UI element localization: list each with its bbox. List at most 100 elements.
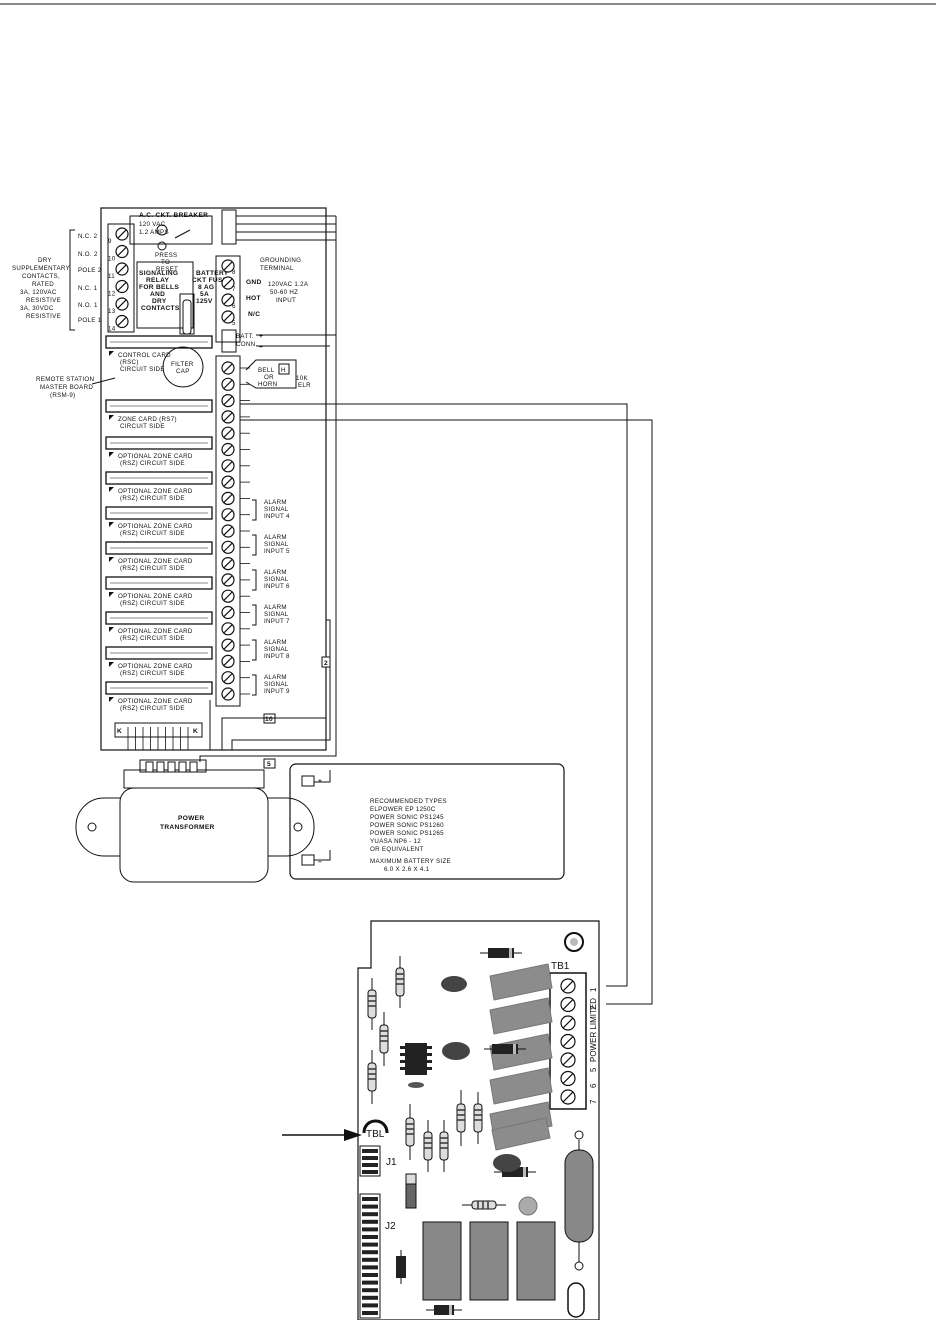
optional-zone-card-2-slot	[105, 471, 213, 485]
alarm-input-label: SIGNAL	[264, 681, 289, 688]
alarm-input-label: INPUT 9	[264, 688, 290, 695]
master-board-callout: REMOTE STATION MASTER BOARD (RSM-9)	[36, 376, 116, 399]
transistor-tab	[405, 1173, 417, 1185]
dry-note-4: RATED	[32, 281, 54, 288]
ic-pin	[400, 1067, 405, 1070]
reset-button	[156, 224, 168, 236]
diodes	[396, 948, 536, 1315]
battery-fuse-5: 125V	[196, 298, 213, 305]
transformer-lug	[156, 761, 165, 773]
contact-nc2: N.C. 2	[78, 233, 98, 240]
bell-3: HORN	[258, 381, 277, 388]
resistor-4	[367, 1062, 377, 1092]
ic-pin	[427, 1060, 432, 1063]
battery-text-7: OR EQUIVALENT	[370, 846, 424, 853]
master-board-1: REMOTE STATION	[36, 376, 94, 383]
j1-pin	[362, 1156, 378, 1160]
j2-pin	[362, 1303, 378, 1308]
ac-screw-2-slot	[223, 278, 233, 288]
contact-terminal-number: 14	[108, 326, 116, 333]
main-screw-5-slot	[223, 428, 233, 438]
tb1-screw-3-slot	[562, 1017, 574, 1029]
battery-text-8: MAXIMUM BATTERY SIZE	[370, 858, 451, 865]
alarm-input-bracket	[252, 674, 257, 696]
resistor-2	[367, 989, 377, 1019]
contact-no1: N.O. 1	[78, 302, 98, 309]
optional-zone-card-5-label: (RSZ) CIRCUIT SIDE	[120, 600, 185, 607]
main-screw-8-slot	[223, 477, 233, 487]
grounding-2: TERMINAL	[260, 265, 294, 272]
main-screw-7-slot	[223, 461, 233, 471]
relay-block-4	[489, 1067, 553, 1105]
contact-terminal-number: 9	[108, 238, 112, 245]
ac-input-3: INPUT	[276, 297, 296, 304]
master-board-outline	[100, 207, 327, 751]
resistor-6	[423, 1131, 433, 1161]
ic-pin	[400, 1053, 405, 1056]
contact-terminal-number: 13	[108, 308, 116, 315]
slot-hole	[567, 1282, 585, 1318]
tb1-num-7: 7	[589, 1099, 598, 1104]
battery-text-3: POWER SONIC PS1245	[370, 814, 444, 821]
transformer-hole-right	[293, 822, 303, 832]
filter-cap	[162, 346, 204, 388]
elr-1: 10K	[296, 375, 308, 382]
ac-screw-3-slot	[223, 295, 233, 305]
j2-header	[359, 1193, 381, 1319]
relay-block-6	[491, 1117, 551, 1151]
optional-zone-card-8-marker	[109, 697, 114, 702]
optional-zone-card-4-label: (RSZ) CIRCUIT SIDE	[120, 565, 185, 572]
contact-nc1: N.C. 1	[78, 285, 98, 292]
alarm-input-label: SIGNAL	[264, 611, 289, 618]
ac-breaker-line-1: A.C. CKT. BREAKER	[139, 212, 208, 219]
zone-card-slot	[105, 399, 213, 413]
diode-3	[502, 1167, 528, 1177]
master-board-3: (RSM-9)	[50, 392, 75, 399]
battery-fuse-4: 5A	[200, 291, 209, 298]
led	[518, 1196, 538, 1216]
relay-block-3	[489, 1033, 553, 1071]
transformer-body	[119, 787, 269, 883]
j2-pin	[362, 1280, 378, 1285]
ac-gnd: GND	[246, 279, 262, 286]
relay-label-1: SIGNALING	[139, 270, 178, 277]
wire-tb1-terminal-1	[240, 403, 628, 987]
press-reset-1: PRESS	[155, 252, 177, 259]
master-board-2: MASTER BOARD	[40, 384, 93, 391]
main-screw-12-slot	[223, 542, 233, 552]
optional-zone-card-1-label: (RSZ) CIRCUIT SIDE	[120, 460, 185, 467]
resistor-7	[439, 1131, 449, 1161]
optional-zone-card-6-label: OPTIONAL ZONE CARD	[118, 628, 193, 635]
contact-terminal-number: 10	[108, 256, 116, 263]
ac-terminal-number: 5	[232, 320, 236, 327]
alarm-input-label: INPUT 7	[264, 618, 290, 625]
tb1-num-1: 1	[589, 987, 598, 992]
j2-pin	[362, 1235, 378, 1239]
contact-no2: N.O. 2	[78, 251, 98, 258]
bell-device-mark: H	[281, 367, 286, 374]
main-screw-15-slot	[223, 591, 233, 601]
j2-pin	[362, 1197, 378, 1201]
resistor-10	[471, 1200, 497, 1210]
module-board: TB1 1 2 POWER LIMITED 5 6 7	[357, 920, 600, 1321]
bell-wiring	[245, 359, 297, 389]
optional-zone-card-5-marker	[109, 592, 114, 597]
main-screw-6-slot	[223, 444, 233, 455]
optional-zone-card-8-slot	[105, 681, 213, 695]
control-card-label: CONTROL CARD	[118, 352, 171, 359]
ac-terminal-frame	[215, 255, 241, 343]
tb1-screw-7-slot	[562, 1091, 574, 1103]
optional-zone-card-8-label: OPTIONAL ZONE CARD	[118, 698, 193, 705]
j1-label: J1	[386, 1157, 397, 1168]
main-screw-17-slot	[223, 624, 233, 634]
cylinder-top-pad	[574, 1130, 584, 1140]
ac-terminal-number: 7	[232, 286, 236, 293]
connector-mark-left: K	[117, 728, 122, 735]
j2-pin	[362, 1257, 378, 1262]
bell-device	[278, 363, 290, 375]
ac-breaker-line-3: 1.2 AMPS	[139, 229, 169, 236]
tb1-num-2: 2	[589, 1005, 598, 1010]
battery-text-1: RECOMMENDED TYPES	[370, 798, 447, 805]
transformer-lug	[167, 761, 176, 773]
